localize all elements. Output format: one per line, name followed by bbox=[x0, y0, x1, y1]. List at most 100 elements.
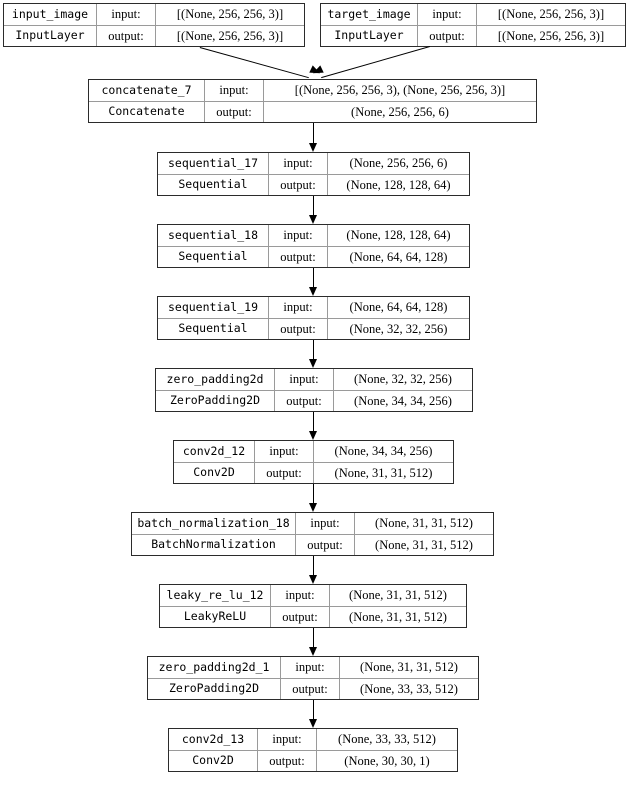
node-type: LeakyReLU bbox=[183, 609, 247, 623]
node-input-label: input: bbox=[274, 369, 334, 390]
edge-sequential-19-to-zero-padding2d bbox=[313, 340, 314, 360]
node-row-output: Sequential output: (None, 128, 128, 64) bbox=[158, 173, 469, 195]
node-title: target_image bbox=[327, 6, 411, 21]
node-type: ZeroPadding2D bbox=[168, 681, 259, 695]
node-input-label: input: bbox=[295, 513, 355, 534]
node-row-input: zero_padding2d_1 input: (None, 31, 31, 5… bbox=[148, 657, 478, 678]
node-output-shape: (None, 30, 30, 1) bbox=[344, 753, 430, 768]
node-row-input: sequential_17 input: (None, 256, 256, 6) bbox=[158, 153, 469, 174]
node-output-label: output: bbox=[274, 390, 334, 411]
node-output-label: output: bbox=[254, 462, 314, 483]
node-output-shape: [(None, 256, 256, 3)] bbox=[176, 28, 284, 43]
node-type: Sequential bbox=[178, 177, 248, 191]
node-row-output: ZeroPadding2D output: (None, 34, 34, 256… bbox=[156, 389, 472, 411]
node-row-output: InputLayer output: [(None, 256, 256, 3)] bbox=[321, 24, 625, 46]
edge-conv2d-12-to-batch-normalization-18 bbox=[313, 484, 314, 504]
node-input-shape: (None, 31, 31, 512) bbox=[375, 516, 473, 530]
node-row-output: Sequential output: (None, 64, 64, 128) bbox=[158, 245, 469, 267]
node-type: Conv2D bbox=[193, 465, 235, 479]
edge-arrowhead bbox=[309, 215, 317, 224]
node-row-input: target_image input: [(None, 256, 256, 3)… bbox=[321, 4, 625, 25]
node-type: Concatenate bbox=[108, 104, 185, 118]
node-input-shape: (None, 31, 31, 512) bbox=[349, 588, 447, 602]
node-row-input: zero_padding2d input: (None, 32, 32, 256… bbox=[156, 369, 472, 390]
node-input-shape: [(None, 256, 256, 3), (None, 256, 256, 3… bbox=[294, 83, 506, 97]
node-title: input_image bbox=[11, 6, 89, 21]
node-input-label: input: bbox=[268, 153, 328, 174]
node-title: batch_normalization_18 bbox=[137, 515, 290, 530]
node-conv2d-13[interactable]: conv2d_13 input: (None, 33, 33, 512) Con… bbox=[168, 728, 458, 772]
node-row-input: concatenate_7 input: [(None, 256, 256, 3… bbox=[89, 80, 536, 101]
node-zero-padding2d[interactable]: zero_padding2d input: (None, 32, 32, 256… bbox=[155, 368, 473, 412]
node-output-label: output: bbox=[268, 246, 328, 267]
node-row-output: ZeroPadding2D output: (None, 33, 33, 512… bbox=[148, 677, 478, 699]
node-batch-normalization-18[interactable]: batch_normalization_18 input: (None, 31,… bbox=[131, 512, 494, 556]
node-title: sequential_17 bbox=[167, 155, 258, 170]
node-output-label: output: bbox=[268, 318, 328, 339]
node-input-shape: (None, 31, 31, 512) bbox=[360, 660, 458, 674]
node-conv2d-12[interactable]: conv2d_12 input: (None, 34, 34, 256) Con… bbox=[173, 440, 454, 484]
node-row-input: sequential_18 input: (None, 128, 128, 64… bbox=[158, 225, 469, 246]
node-output-shape: (None, 128, 128, 64) bbox=[346, 177, 451, 192]
node-leaky-re-lu-12[interactable]: leaky_re_lu_12 input: (None, 31, 31, 512… bbox=[159, 584, 467, 628]
node-row-input: batch_normalization_18 input: (None, 31,… bbox=[132, 513, 493, 534]
edge-arrowhead bbox=[309, 143, 317, 152]
node-zero-padding2d-1[interactable]: zero_padding2d_1 input: (None, 31, 31, 5… bbox=[147, 656, 479, 700]
node-type: Sequential bbox=[178, 321, 248, 335]
node-input-shape: [(None, 256, 256, 3)] bbox=[497, 7, 605, 21]
node-sequential-18[interactable]: sequential_18 input: (None, 128, 128, 64… bbox=[157, 224, 470, 268]
node-input-label: input: bbox=[270, 585, 330, 606]
node-input-image[interactable]: input_image input: [(None, 256, 256, 3)]… bbox=[3, 3, 305, 47]
node-input-label: input: bbox=[280, 657, 340, 678]
node-input-label: input: bbox=[417, 4, 477, 25]
edge-arrowhead bbox=[309, 359, 317, 368]
node-input-shape: (None, 33, 33, 512) bbox=[338, 732, 436, 746]
node-output-shape: (None, 31, 31, 512) bbox=[334, 465, 433, 480]
node-row-input: conv2d_13 input: (None, 33, 33, 512) bbox=[169, 729, 457, 750]
node-output-shape: (None, 34, 34, 256) bbox=[354, 393, 452, 408]
node-input-label: input: bbox=[254, 441, 314, 462]
node-output-shape: (None, 256, 256, 6) bbox=[351, 104, 449, 119]
edge-leaky-re-lu-12-to-zero-padding2d-1 bbox=[313, 628, 314, 648]
node-type: InputLayer bbox=[15, 28, 85, 42]
node-title: sequential_18 bbox=[167, 227, 258, 242]
node-target-image[interactable]: target_image input: [(None, 256, 256, 3)… bbox=[320, 3, 626, 47]
edge-zero-padding2d-1-to-conv2d-13 bbox=[313, 700, 314, 720]
node-output-label: output: bbox=[270, 606, 330, 627]
edge-input-image-to-concatenate bbox=[199, 47, 309, 79]
node-title: leaky_re_lu_12 bbox=[166, 587, 264, 602]
node-title: zero_padding2d_1 bbox=[158, 659, 270, 674]
node-row-output: Sequential output: (None, 32, 32, 256) bbox=[158, 317, 469, 339]
edge-batch-normalization-18-to-leaky-re-lu-12 bbox=[313, 556, 314, 576]
node-row-input: leaky_re_lu_12 input: (None, 31, 31, 512… bbox=[160, 585, 466, 606]
node-row-output: LeakyReLU output: (None, 31, 31, 512) bbox=[160, 605, 466, 627]
node-sequential-19[interactable]: sequential_19 input: (None, 64, 64, 128)… bbox=[157, 296, 470, 340]
node-output-shape: (None, 32, 32, 256) bbox=[349, 321, 448, 336]
node-concatenate-7[interactable]: concatenate_7 input: [(None, 256, 256, 3… bbox=[88, 79, 537, 123]
node-type: Conv2D bbox=[192, 753, 234, 767]
node-type: ZeroPadding2D bbox=[169, 393, 260, 407]
node-output-label: output: bbox=[417, 25, 477, 46]
node-output-shape: (None, 31, 31, 512) bbox=[375, 537, 473, 552]
node-sequential-17[interactable]: sequential_17 input: (None, 256, 256, 6)… bbox=[157, 152, 470, 196]
node-row-input: input_image input: [(None, 256, 256, 3)] bbox=[4, 4, 304, 25]
node-output-label: output: bbox=[280, 678, 340, 699]
node-input-shape: (None, 34, 34, 256) bbox=[334, 444, 433, 458]
edge-sequential-17-to-sequential-18 bbox=[313, 196, 314, 216]
node-row-output: Conv2D output: (None, 30, 30, 1) bbox=[169, 749, 457, 771]
node-input-shape: (None, 128, 128, 64) bbox=[346, 228, 451, 242]
node-input-shape: (None, 256, 256, 6) bbox=[349, 156, 448, 170]
node-input-shape: [(None, 256, 256, 3)] bbox=[176, 7, 284, 21]
node-input-label: input: bbox=[268, 225, 328, 246]
node-input-label: input: bbox=[96, 4, 156, 25]
node-title: conv2d_12 bbox=[182, 443, 246, 458]
node-output-shape: (None, 33, 33, 512) bbox=[360, 681, 458, 696]
edge-zero-padding2d-to-conv2d-12 bbox=[313, 412, 314, 432]
edge-arrowhead bbox=[309, 503, 317, 512]
node-input-label: input: bbox=[204, 80, 264, 101]
edge-sequential-18-to-sequential-19 bbox=[313, 268, 314, 288]
node-output-label: output: bbox=[295, 534, 355, 555]
edge-arrowhead bbox=[309, 719, 317, 728]
node-row-output: InputLayer output: [(None, 256, 256, 3)] bbox=[4, 24, 304, 46]
